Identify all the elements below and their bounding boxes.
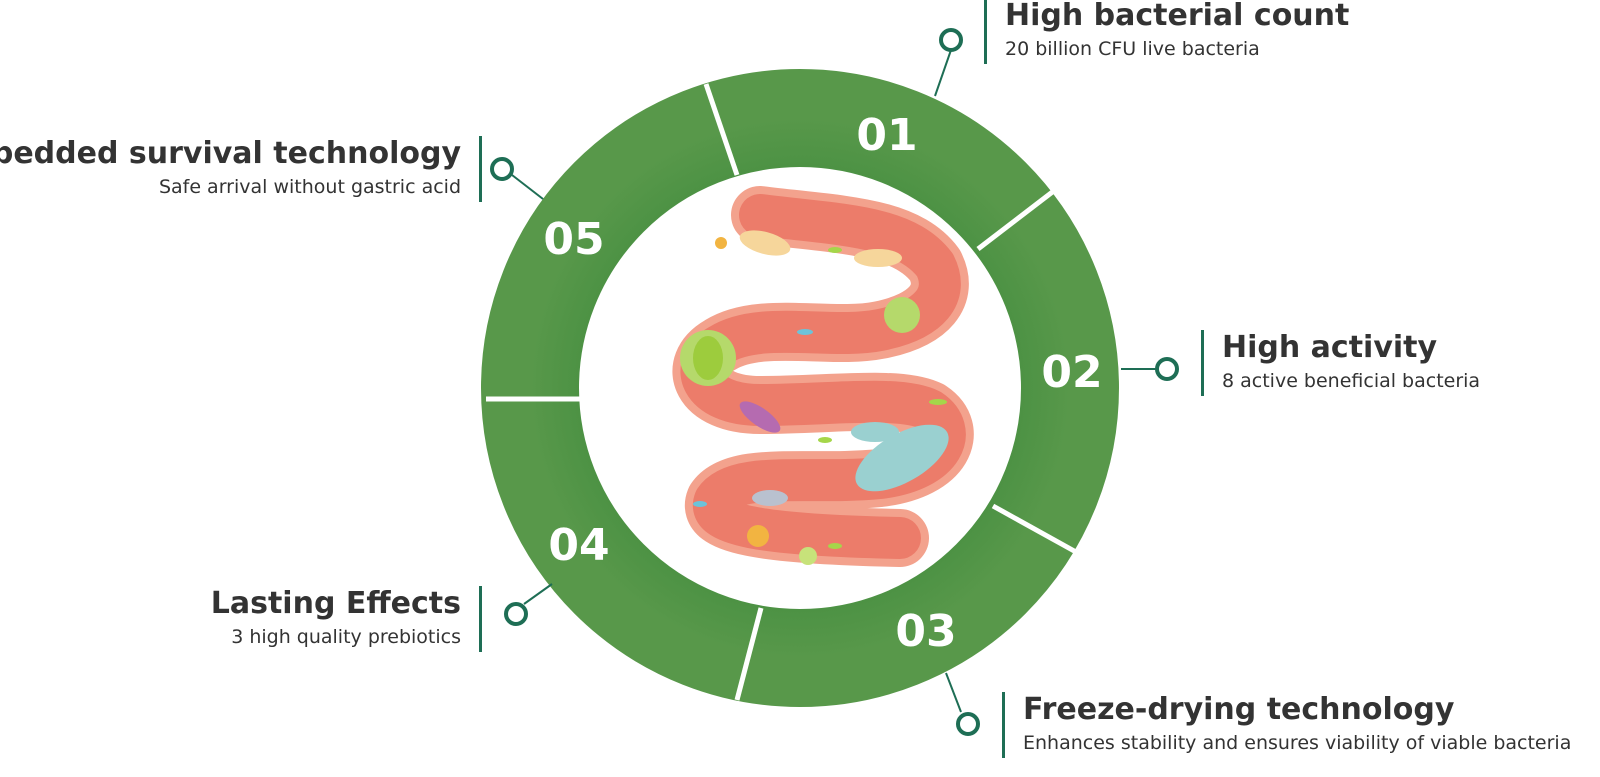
bacteria-yellow-1 [739, 230, 791, 256]
bacteria-yellow-2 [854, 249, 902, 267]
marker-05 [490, 157, 514, 181]
bacteria-rod-2 [797, 329, 813, 335]
intestine-inner [680, 194, 966, 559]
segment-number-05: 05 [543, 214, 604, 265]
callout-desc-01: 20 billion CFU live bacteria [1005, 38, 1260, 60]
bacteria [680, 230, 949, 565]
callout-desc-02: 8 active beneficial bacteria [1222, 370, 1481, 392]
bacteria-teal-2 [851, 422, 899, 442]
callout-02: High activity 8 active beneficial bacter… [1201, 330, 1480, 396]
callout-title-04: Lasting Effects [210, 586, 461, 621]
intestine-illustration [672, 186, 974, 567]
bacteria-rod-4 [693, 501, 707, 507]
connector-markers [490, 28, 1179, 736]
segment-number-04: 04 [548, 520, 609, 571]
bacteria-small-orange [715, 237, 727, 249]
bacteria-rod-6 [929, 399, 947, 405]
callout-title-02: High activity [1222, 330, 1438, 365]
marker-01 [939, 28, 963, 52]
bacteria-rod-1 [828, 247, 842, 253]
bacteria-purple [739, 401, 781, 433]
callout-title-01: High bacterial count [1005, 0, 1350, 33]
ring-dividers [486, 83, 1078, 701]
ring [481, 69, 1119, 707]
connectors [511, 49, 1167, 713]
bacteria-rod-5 [828, 543, 842, 549]
segment-number-03: 03 [895, 606, 956, 657]
segment-number-02: 02 [1041, 347, 1102, 398]
callout-03: Freeze-drying technology Enhances stabil… [1002, 692, 1571, 758]
callout-desc-04: 3 high quality prebiotics [231, 626, 461, 648]
bacteria-teal-1 [855, 424, 949, 492]
marker-02 [1155, 357, 1179, 381]
callout-01: High bacterial count 20 billion CFU live… [984, 0, 1349, 64]
callout-title-05: Embedded survival technology [0, 136, 461, 171]
marker-03 [956, 712, 980, 736]
callout-desc-05: Safe arrival without gastric acid [158, 176, 461, 198]
callout-04: Lasting Effects 3 high quality prebiotic… [211, 586, 482, 652]
bacteria-gray [752, 490, 788, 506]
callout-05: Embedded survival technology Safe arriva… [0, 136, 482, 202]
segment-number-01: 01 [856, 110, 917, 161]
bacteria-lime [799, 547, 817, 565]
bacteria-rod-3 [818, 437, 832, 443]
callout-title-03: Freeze-drying technology [1023, 692, 1455, 727]
marker-04 [504, 602, 528, 626]
bacteria-orange [747, 525, 769, 547]
callout-desc-03: Enhances stability and ensures viability… [1023, 732, 1572, 754]
bacteria-green-spiked-1 [884, 297, 920, 333]
bacteria-green-core [693, 336, 723, 380]
